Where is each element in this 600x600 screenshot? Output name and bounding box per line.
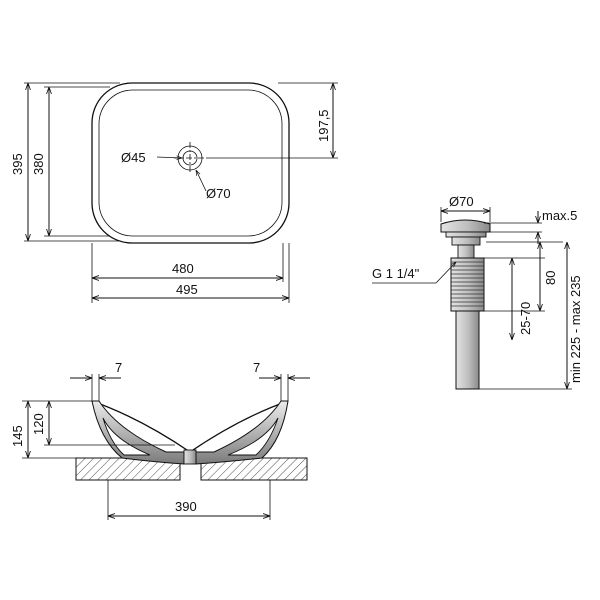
dim-rim-right-label: 7	[253, 360, 260, 375]
dim-hole-outer-label: Ø70	[206, 186, 231, 201]
dim-width-outer-label: 495	[176, 282, 198, 297]
drain-collar	[451, 236, 481, 246]
dim-height-bowl-label: 120	[31, 413, 46, 435]
dim-depth-inner-label: 380	[31, 153, 46, 175]
section-view: 7 7 145 120 390	[10, 360, 310, 520]
dim-total-range-label: min 225 - max 235	[568, 275, 583, 383]
dim-adjust-label: 25-70	[518, 302, 533, 335]
drain-flange	[445, 231, 487, 238]
drain-tailpipe	[455, 310, 480, 390]
drain-view: Ø70 max.5 80 25-70 min 225 - max 235 G 1…	[372, 194, 583, 390]
dim-rim-left-label: 7	[115, 360, 122, 375]
drain-thread-lines	[451, 261, 484, 307]
dim-center-label: 197,5	[316, 109, 331, 142]
dim-body-label: 80	[543, 271, 558, 285]
dim-width-inner-label: 480	[172, 261, 194, 276]
dim-height-total-label: 145	[10, 425, 25, 447]
bowl-shell-left	[91, 400, 185, 465]
basin-outline-outer	[91, 82, 290, 244]
dim-thread-label: G 1 1/4"	[372, 266, 420, 281]
dim-cap-diameter-label: Ø70	[449, 194, 474, 209]
dim-cap-height-label: max.5	[542, 208, 577, 223]
drain-neck	[457, 244, 475, 259]
drain-cap	[440, 219, 491, 233]
dim-base-label: 390	[175, 499, 197, 514]
dim-hole-inner-label: Ø45	[121, 150, 146, 165]
bowl-cutout-left	[102, 417, 151, 456]
bowl-drain-stub	[183, 449, 197, 465]
top-view: Ø45 Ø70 480 495 395 380 197,5	[10, 82, 338, 303]
dim-depth-outer-label: 395	[10, 153, 25, 175]
bowl-shell-right	[195, 400, 289, 465]
bowl-cutout-right	[227, 417, 279, 456]
basin-outline-inner	[98, 89, 283, 237]
